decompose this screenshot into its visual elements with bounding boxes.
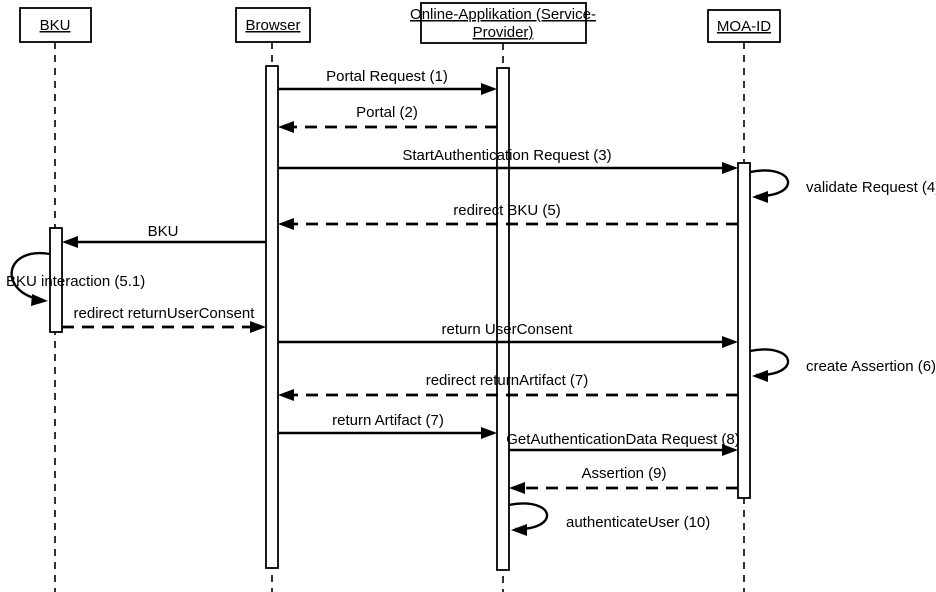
message-get-authentication-data-request: GetAuthenticationData Request (8)	[506, 431, 740, 456]
message-label: authenticateUser (10)	[566, 514, 710, 531]
message-bku-interaction: BKU interaction (5.1)	[6, 251, 145, 306]
actor-label-browser: Browser	[245, 17, 300, 34]
message-label: return UserConsent	[442, 321, 574, 338]
message-portal: Portal (2)	[278, 104, 497, 133]
self-loop-path	[749, 348, 790, 377]
message-label: validate Request (4)	[806, 179, 936, 196]
message-label: redirect BKU (5)	[453, 202, 561, 219]
activation-bku	[49, 227, 63, 333]
message-label: redirect returnArtifact (7)	[426, 372, 589, 389]
message-assertion: Assertion (9)	[509, 465, 738, 494]
message-label: BKU interaction (5.1)	[6, 273, 145, 290]
self-loop-path	[749, 169, 790, 198]
message-return-artifact: return Artifact (7)	[278, 412, 497, 439]
arrowhead-left-icon	[509, 482, 525, 494]
arrowhead-right-icon	[722, 336, 738, 348]
message-label: Assertion (9)	[581, 465, 666, 482]
arrowhead-right-icon	[722, 162, 738, 174]
arrowhead-left-icon	[511, 524, 527, 536]
arrowhead-right-icon	[481, 427, 497, 439]
actor-label-online-applikation-line1: Online-Applikation (Service-	[410, 6, 596, 23]
message-label: return Artifact (7)	[332, 412, 444, 429]
message-validate-request: validate Request (4)	[749, 169, 936, 203]
actor-box-bku	[19, 7, 92, 43]
arrowhead-left-icon	[752, 370, 768, 382]
message-portal-request: Portal Request (1)	[278, 68, 497, 95]
self-loop-path	[10, 251, 51, 302]
arrowhead-left-icon	[62, 236, 78, 248]
actor-moa-id: MOA-ID	[707, 9, 781, 43]
actor-label-bku: BKU	[40, 17, 71, 34]
actor-box-browser	[235, 7, 311, 43]
arrowhead-left-icon	[752, 191, 768, 203]
actor-browser: Browser	[235, 7, 311, 43]
message-label: BKU	[148, 223, 179, 240]
activation-browser	[265, 65, 279, 569]
message-return-user-consent: return UserConsent	[278, 321, 738, 348]
actor-bku: BKU	[19, 7, 92, 43]
message-label: redirect returnUserConsent	[74, 305, 256, 322]
actor-box-online-applikation	[420, 2, 587, 44]
message-label: StartAuthentication Request (3)	[402, 147, 611, 164]
arrowhead-right-icon	[481, 83, 497, 95]
message-label: Portal (2)	[356, 104, 418, 121]
arrowhead-right-icon	[31, 294, 48, 306]
actor-box-moa-id	[707, 9, 781, 43]
actor-label-online-applikation-line2: Provider)	[473, 24, 534, 41]
message-redirect-return-user-consent: redirect returnUserConsent	[62, 305, 266, 333]
arrowhead-right-icon	[722, 444, 738, 456]
message-start-authentication-request: StartAuthentication Request (3)	[278, 147, 738, 174]
message-label: Portal Request (1)	[326, 68, 448, 85]
message-label: GetAuthenticationData Request (8)	[506, 431, 739, 448]
message-label: create Assertion (6)	[806, 358, 936, 375]
arrowhead-right-icon	[250, 321, 266, 333]
message-authenticate-user: authenticateUser (10)	[508, 502, 710, 536]
activation-moa-id	[737, 162, 751, 499]
message-redirect-return-artifact: redirect returnArtifact (7)	[278, 372, 738, 401]
actor-label-moa-id: MOA-ID	[717, 18, 771, 35]
activation-online-applikation	[496, 67, 510, 571]
arrowhead-left-icon	[278, 121, 294, 133]
message-redirect-bku: redirect BKU (5)	[278, 202, 738, 230]
arrowhead-left-icon	[278, 218, 294, 230]
actor-online-applikation: Online-Applikation (Service- Provider)	[410, 2, 596, 44]
message-bku: BKU	[62, 223, 266, 248]
self-loop-path	[508, 502, 549, 531]
arrowhead-left-icon	[278, 389, 294, 401]
message-create-assertion: create Assertion (6)	[749, 348, 936, 382]
